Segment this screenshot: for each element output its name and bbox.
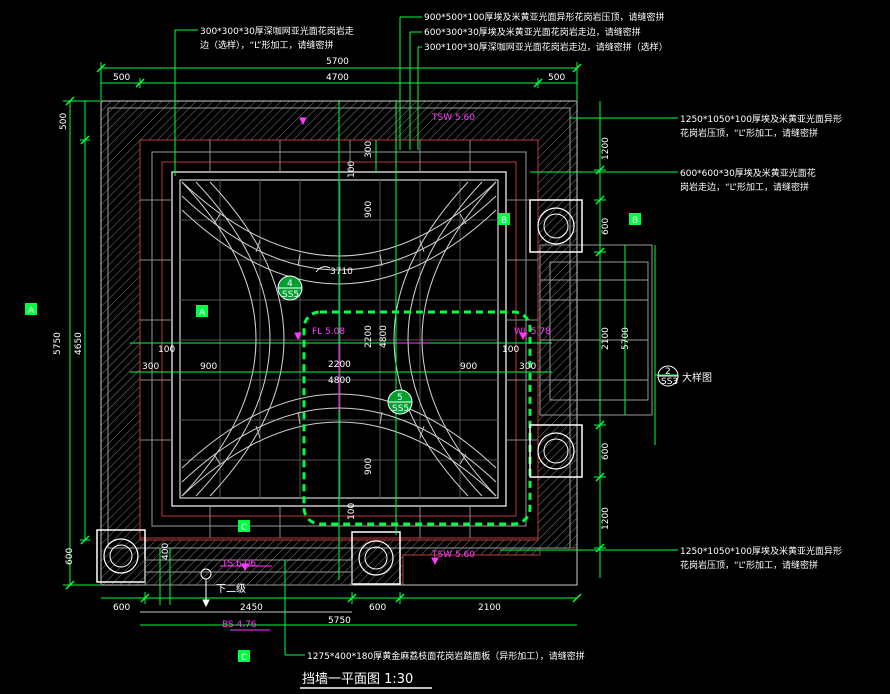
detail-right-number: 2 (665, 367, 671, 377)
dim-mid-100-right: 100 (502, 345, 519, 355)
dimension-ticks (65, 63, 605, 603)
dim-mid-100-left: 100 (158, 345, 175, 355)
dim-radius-3710: 3710 (330, 267, 353, 277)
dim-top-500-left: 500 (113, 73, 130, 83)
section-letter-a-left: A (28, 306, 35, 316)
dim-right-600-bottom: 600 (601, 443, 611, 460)
step-arrow (200, 568, 212, 608)
callout-dark-coffee-edge: 300*300*30厚深咖网亚光面花岗岩走 (200, 25, 354, 37)
callout-edge-300: 300*100*30厚深咖网亚光面花岗岩走边，请缝密拼（选样） (424, 41, 668, 53)
dim-v-2200: 2200 (364, 325, 374, 348)
callout-edge-600: 600*300*30厚埃及米黄亚光面花岗岩走边，请缝密拼 (424, 26, 641, 38)
tag-fl: FL 5.08 (312, 327, 345, 337)
dim-left-5750: 5750 (53, 332, 63, 355)
detail-right-sheet: SS3 (661, 377, 678, 387)
dim-v-400: 400 (161, 543, 171, 560)
dim-v-300: 300 (364, 141, 374, 158)
callout-edge-600x600-line2: 岗岩走边，“L”形加工，请缝密拼 (680, 181, 809, 193)
dimension-lines (63, 62, 626, 626)
tag-bs: BS 4.76 (222, 620, 257, 630)
dim-bottom-600-mid: 600 (369, 603, 386, 613)
dim-right-1200-top: 1200 (601, 137, 611, 160)
dim-mid-900-right: 900 (460, 362, 477, 372)
dim-mid-300-right: 300 (519, 362, 536, 372)
steps (140, 559, 353, 613)
dim-right-5700: 5700 (621, 327, 631, 350)
tag-tsw-bottom: TSW 5.60 (431, 550, 475, 560)
dim-bottom-600-left: 600 (113, 603, 130, 613)
dim-bottom-2450: 2450 (240, 603, 263, 613)
pillar-bottom-left (96, 529, 146, 583)
detail-mid-sheet: SS5 (392, 404, 409, 414)
section-letter-b-right: B (632, 216, 638, 226)
dim-left-600: 600 (65, 548, 75, 565)
pool-boundary (302, 310, 532, 526)
dim-v-100-bottom: 100 (347, 503, 357, 520)
section-letter-c-bottom: C (241, 653, 247, 663)
dim-bottom-5750: 5750 (328, 616, 351, 626)
curved-paving-bands (181, 181, 497, 497)
section-letter-b-inner: B (501, 216, 507, 226)
dim-left-500: 500 (59, 113, 69, 130)
dim-bottom-2100: 2100 (478, 603, 501, 613)
detail-mid-number: 5 (397, 393, 403, 403)
dim-v-900-top: 900 (364, 201, 374, 218)
callout-coping-1250-bottom: 1250*1050*100厚埃及米黄亚光面异形 (680, 545, 842, 557)
callout-coping-900: 900*500*100厚埃及米黄亚光面异形花岗岩压顶，请缝密拼 (424, 11, 665, 23)
dim-right-1200-bottom: 1200 (601, 507, 611, 530)
callout-dark-coffee-edge-line2: 边（选样），“L”形加工，请缝密拼 (200, 39, 333, 51)
dim-right-2100: 2100 (601, 327, 611, 350)
section-markers (25, 213, 641, 662)
pillar-bottom-center (351, 531, 401, 585)
detail-top-number: 4 (287, 279, 293, 289)
dim-v-900-bottom: 900 (364, 458, 374, 475)
curved-band-joints (213, 213, 467, 465)
border-joints (140, 140, 538, 538)
leader-lines (174, 16, 678, 656)
callout-coping-1250-bottom-line2: 花岗岩压顶，“L”形加工，请缝密拼 (680, 559, 818, 571)
dim-top-500-right: 500 (548, 73, 565, 83)
callout-coping-1250-top-line2: 花岗岩压顶，“L”形加工，请缝密拼 (680, 127, 818, 139)
elevation-arrows (220, 117, 527, 631)
dim-top-total: 5700 (326, 57, 349, 67)
dim-top-4700: 4700 (326, 73, 349, 83)
dim-v-100-top: 100 (347, 161, 357, 178)
dim-v-4800: 4800 (379, 325, 389, 348)
dim-left-4650: 4650 (74, 332, 84, 355)
tag-tsw-top: TSW 5.60 (431, 113, 475, 123)
detail-top-sheet: SS5 (282, 290, 299, 300)
dim-mid-4800: 4800 (328, 376, 351, 386)
detail-symbols (277, 275, 679, 415)
dim-mid-2200: 2200 (328, 360, 351, 370)
pillar-top-right (529, 199, 583, 253)
dim-right-600-top: 600 (601, 218, 611, 235)
drawing-title: 挡墙一平面图 1:30 (302, 672, 413, 687)
callout-coping-1250-top: 1250*1050*100厚埃及米黄亚光面异形 (680, 113, 842, 125)
callout-edge-600x600: 600*600*30厚埃及米黄亚光面花 (680, 167, 816, 179)
tag-ts: TS 6.06 (221, 559, 256, 569)
callout-tread-slab: 1275*400*180厚黄金麻荔枝面花岗岩踏面板（异形加工），请缝密拼 (307, 650, 585, 662)
label-detail-drawing: 大样图 (682, 371, 712, 384)
radius-arc-mark (315, 266, 331, 273)
dim-mid-900-left: 900 (200, 362, 217, 372)
tag-wl: WL 5.78 (514, 327, 551, 337)
section-letter-c-top: C (241, 523, 247, 533)
section-letter-a-inner: A (199, 308, 206, 318)
pillar-mid-right (529, 424, 583, 478)
label-down-two-steps: 下二级 (216, 583, 246, 595)
dim-mid-300-left: 300 (142, 362, 159, 372)
